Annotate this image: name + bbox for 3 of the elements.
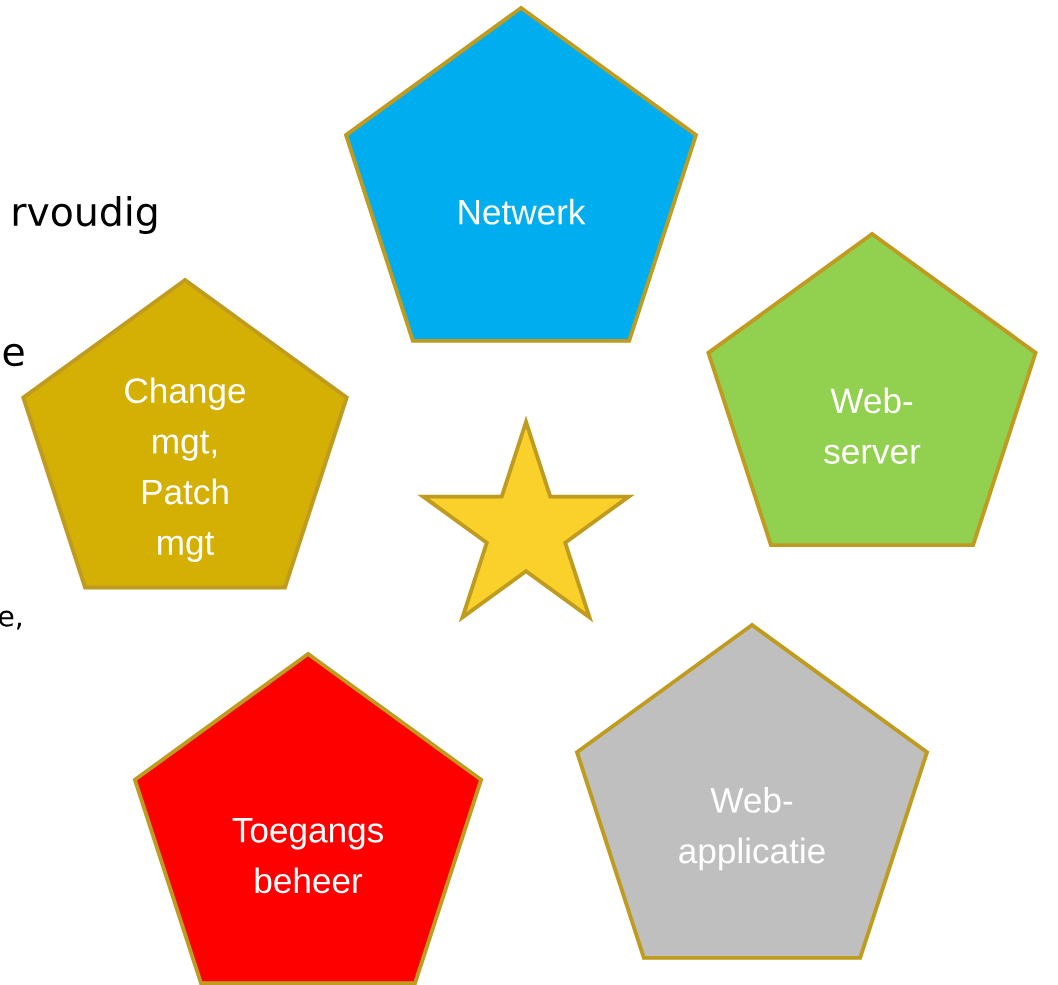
text-fragment: e, (0, 610, 21, 630)
text-fragment: rvoudig (13, 195, 157, 235)
text-fragment: e (3, 343, 24, 367)
